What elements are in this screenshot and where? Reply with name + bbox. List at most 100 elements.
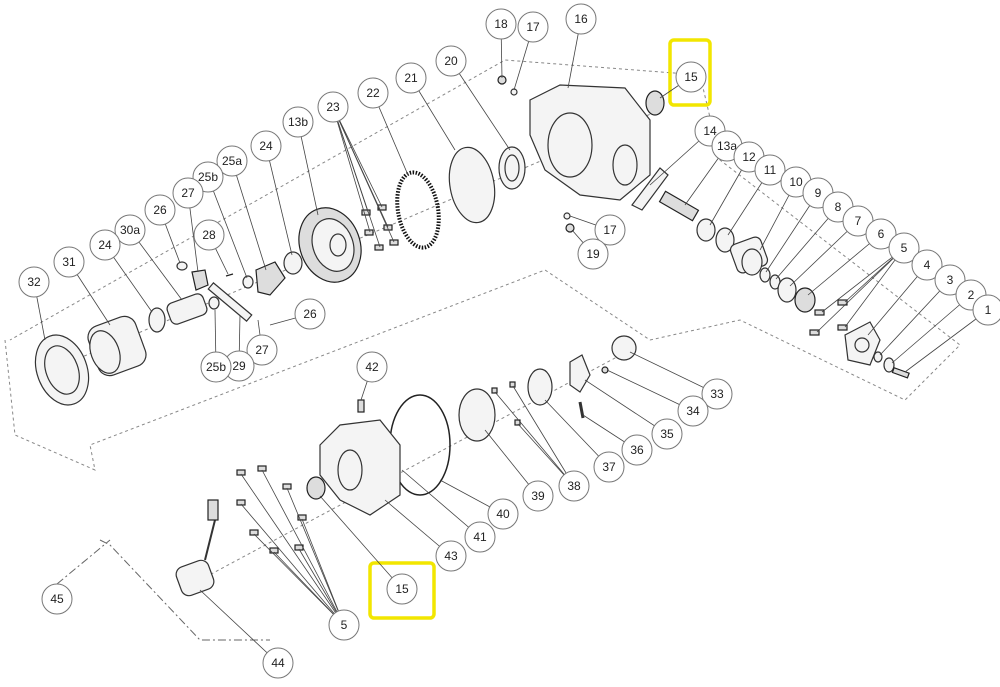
leader-line-6: [807, 233, 882, 296]
pinion-13a: [658, 190, 700, 222]
callout-20[interactable]: 20: [435, 45, 467, 77]
callout-24[interactable]: 24: [89, 229, 121, 261]
callout-1[interactable]: 1: [972, 294, 1000, 326]
callout-circle: [558, 470, 590, 502]
callout-circle: [356, 351, 388, 383]
highlight-box-15-top: [668, 38, 712, 107]
leader-line-25b: [207, 176, 248, 279]
callout-7[interactable]: 7: [842, 205, 874, 237]
callout-13b[interactable]: 13b: [282, 106, 314, 138]
callout-44[interactable]: 44: [262, 647, 294, 679]
callout-label: 21: [404, 71, 418, 85]
callout-10[interactable]: 10: [780, 166, 812, 198]
callout-label: 33: [710, 387, 724, 401]
washer-24: [148, 307, 166, 333]
callout-19[interactable]: 19: [577, 238, 609, 270]
callout-18[interactable]: 18: [485, 8, 517, 40]
callout-label: 41: [473, 530, 487, 544]
callout-32[interactable]: 32: [18, 266, 50, 298]
callout-label: 13b: [288, 115, 308, 129]
callout-circle: [594, 214, 626, 246]
leader-line-5: [273, 551, 345, 626]
callout-31[interactable]: 31: [53, 246, 85, 278]
callout-circle: [565, 3, 597, 35]
callout-label: 40: [496, 507, 510, 521]
callout-label: 26: [303, 307, 317, 321]
callout-26[interactable]: 26: [144, 194, 176, 226]
callout-40[interactable]: 40: [487, 498, 519, 530]
leader-line-20: [450, 60, 511, 151]
callout-4[interactable]: 4: [911, 249, 943, 281]
callout-36[interactable]: 36: [621, 434, 653, 466]
callout-label: 30a: [120, 223, 140, 237]
callout-5[interactable]: 5: [888, 232, 920, 264]
callout-5[interactable]: 5: [328, 609, 360, 641]
callout-17[interactable]: 17: [594, 214, 626, 246]
spring-34: [601, 366, 609, 374]
leader-line-38: [494, 391, 575, 487]
callout-33[interactable]: 33: [701, 378, 733, 410]
callout-label: 44: [271, 656, 285, 670]
callout-label: 25a: [222, 154, 242, 168]
callout-circle: [621, 434, 653, 466]
callout-43[interactable]: 43: [435, 540, 467, 572]
callout-label: 15: [395, 582, 409, 596]
callout-circle: [53, 246, 85, 278]
callout-15[interactable]: 15: [386, 573, 418, 605]
callout-45[interactable]: 45: [41, 583, 73, 615]
callout-16[interactable]: 16: [565, 3, 597, 35]
callout-label: 36: [630, 443, 644, 457]
callout-circle: [522, 480, 554, 512]
callout-label: 19: [586, 247, 600, 261]
callout-label: 7: [855, 214, 862, 228]
callout-circle: [200, 351, 232, 383]
shift-fork-35: [569, 354, 591, 393]
callout-41[interactable]: 41: [464, 521, 496, 553]
shaft-29: [207, 282, 253, 322]
ring-gear-13b: [298, 207, 362, 283]
callout-22[interactable]: 22: [357, 77, 389, 109]
callout-6[interactable]: 6: [865, 218, 897, 250]
callout-35[interactable]: 35: [651, 418, 683, 450]
leader-line-3: [879, 279, 951, 356]
callout-30a[interactable]: 30a: [114, 214, 146, 246]
callout-27[interactable]: 27: [172, 177, 204, 209]
callout-21[interactable]: 21: [395, 62, 427, 94]
callout-label: 37: [602, 460, 616, 474]
callout-26[interactable]: 26: [294, 298, 326, 330]
callout-17[interactable]: 17: [517, 11, 549, 43]
callout-25b[interactable]: 25b: [200, 351, 232, 383]
callout-23[interactable]: 23: [317, 91, 349, 123]
callout-circle: [357, 77, 389, 109]
callout-label: 38: [567, 479, 581, 493]
bearing-32: [34, 334, 90, 406]
callout-37[interactable]: 37: [593, 451, 625, 483]
callout-38[interactable]: 38: [558, 470, 590, 502]
callout-label: 10: [789, 175, 803, 189]
callout-34[interactable]: 34: [677, 395, 709, 427]
leader-line-5: [240, 503, 345, 626]
callout-29[interactable]: 29: [223, 350, 255, 382]
callout-24[interactable]: 24: [250, 130, 282, 162]
callout-label: 4: [924, 258, 931, 272]
callout-circle: [294, 298, 326, 330]
callout-label: 5: [341, 618, 348, 632]
callout-label: 24: [98, 238, 112, 252]
leader-line-23: [332, 106, 381, 248]
callout-28[interactable]: 28: [193, 219, 225, 251]
callout-circle: [651, 418, 683, 450]
callout-11[interactable]: 11: [754, 154, 786, 186]
callout-label: 12: [742, 150, 756, 164]
callout-39[interactable]: 39: [522, 480, 554, 512]
callout-25a[interactable]: 25a: [216, 145, 248, 177]
gear-27: [191, 269, 209, 291]
callout-label: 17: [603, 223, 617, 237]
cover-43: [319, 419, 401, 516]
callout-42[interactable]: 42: [356, 351, 388, 383]
callout-15[interactable]: 15: [675, 61, 707, 93]
bolts-5-upper: [809, 299, 848, 336]
seal-6: [794, 287, 816, 313]
washer-25b: [242, 275, 254, 289]
callout-27[interactable]: 27: [246, 334, 278, 366]
